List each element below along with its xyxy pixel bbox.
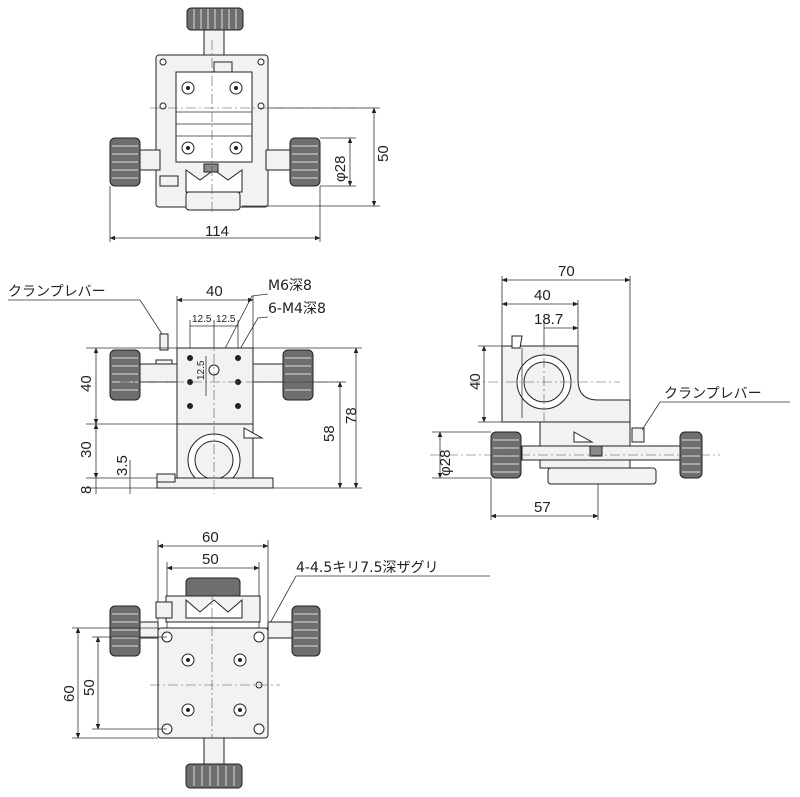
bottom-knob bbox=[185, 763, 243, 789]
front-view: クランプレバー M6深8 6-M4深8 40 12.5 12.5 bbox=[8, 278, 362, 494]
tap-m6-label: M6深8 bbox=[268, 278, 312, 294]
dim-40-left: 40 bbox=[78, 375, 95, 392]
counterbore-label: 4-4.5キリ7.5深ザグリ bbox=[296, 560, 439, 576]
dim-70: 70 bbox=[558, 263, 575, 280]
dim-50-bottom: 50 bbox=[202, 551, 219, 568]
dim-30: 30 bbox=[78, 441, 95, 458]
pitch-b: 12.5 bbox=[216, 314, 236, 325]
dim-57: 57 bbox=[534, 499, 551, 516]
dim-114: 114 bbox=[205, 223, 229, 240]
dim-40-side-vertical: 40 bbox=[467, 373, 484, 390]
bottom-plate bbox=[157, 627, 269, 739]
dim-3-5: 3.5 bbox=[114, 455, 131, 476]
bottom-top-knob bbox=[185, 577, 241, 599]
pitch-a: 12.5 bbox=[192, 314, 212, 325]
tap-m4-label: 6-M4深8 bbox=[268, 301, 326, 317]
dim-58: 58 bbox=[321, 425, 338, 442]
clamp-lever-label-side: クランプレバー bbox=[664, 386, 762, 402]
pitch-vertical: 12.5 bbox=[196, 360, 207, 380]
dim-40-front: 40 bbox=[206, 283, 223, 300]
top-view: 114 φ28 50 bbox=[109, 7, 392, 242]
dim-8: 8 bbox=[78, 486, 95, 494]
side-lower-body bbox=[539, 421, 631, 469]
dim-phi28-side: φ28 bbox=[437, 450, 454, 476]
dim-phi28-top: φ28 bbox=[332, 156, 349, 182]
dim-60-bottom: 60 bbox=[202, 529, 219, 546]
bottom-right-knob bbox=[291, 605, 321, 657]
front-right-knob bbox=[282, 349, 314, 401]
bottom-view: 60 50 4-4.5キリ7.5深ザグリ bbox=[61, 529, 490, 789]
dim-50-top: 50 bbox=[375, 145, 392, 162]
front-left-knob bbox=[109, 349, 141, 401]
dim-40-side: 40 bbox=[534, 287, 551, 304]
bottom-left-knob bbox=[109, 605, 141, 657]
dim-18-7: 18.7 bbox=[534, 311, 563, 328]
dim-78: 78 bbox=[343, 407, 360, 424]
dim-60-vertical: 60 bbox=[61, 685, 78, 702]
side-view: 70 40 18.7 bbox=[430, 263, 790, 520]
dim-50-vertical: 50 bbox=[81, 679, 98, 696]
clamp-lever-label-front: クランプレバー bbox=[8, 284, 106, 300]
